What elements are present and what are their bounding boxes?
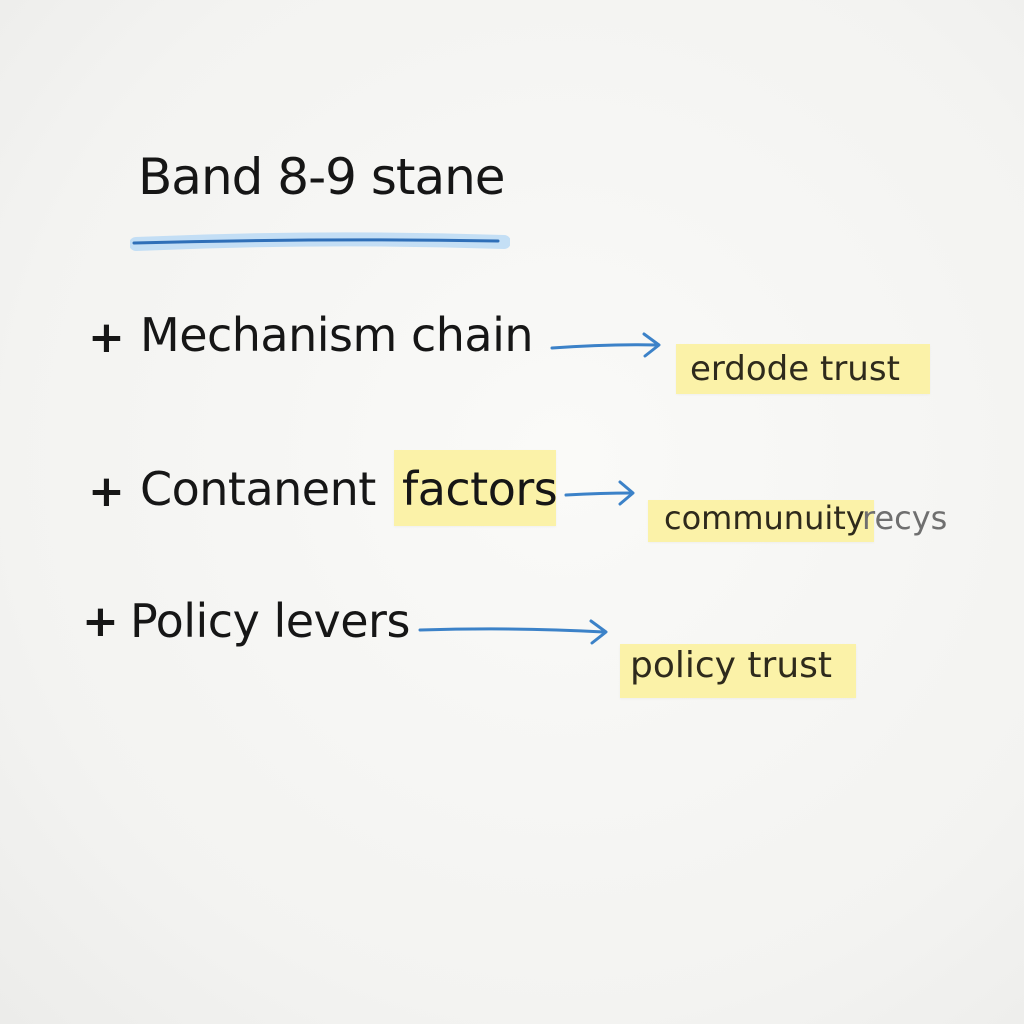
sticky-note (620, 644, 856, 698)
sticky-note-text: policy trust (630, 645, 833, 686)
bullet-plus: + (82, 596, 119, 647)
bullet-plus: + (88, 466, 125, 517)
item-label: Contanent (140, 462, 376, 516)
arrow-icon (564, 480, 635, 506)
item-label-highlighted: factors (402, 462, 558, 516)
sticky-note-overflow-text: recys (862, 499, 948, 537)
sticky-note-text: erdode trust (690, 349, 900, 389)
bullet-plus: + (88, 312, 125, 363)
sticky-note-text: communuity (664, 499, 865, 537)
sticky-note (676, 344, 930, 394)
highlight-marker (394, 450, 556, 526)
arrow-icon (418, 619, 608, 645)
sticky-note (648, 500, 874, 542)
arrow-icon (550, 332, 661, 358)
board-title: Band 8-9 stane (138, 148, 506, 206)
item-label: Policy levers (130, 594, 410, 648)
item-label: Mechanism chain (140, 308, 534, 362)
title-underline (130, 232, 510, 251)
